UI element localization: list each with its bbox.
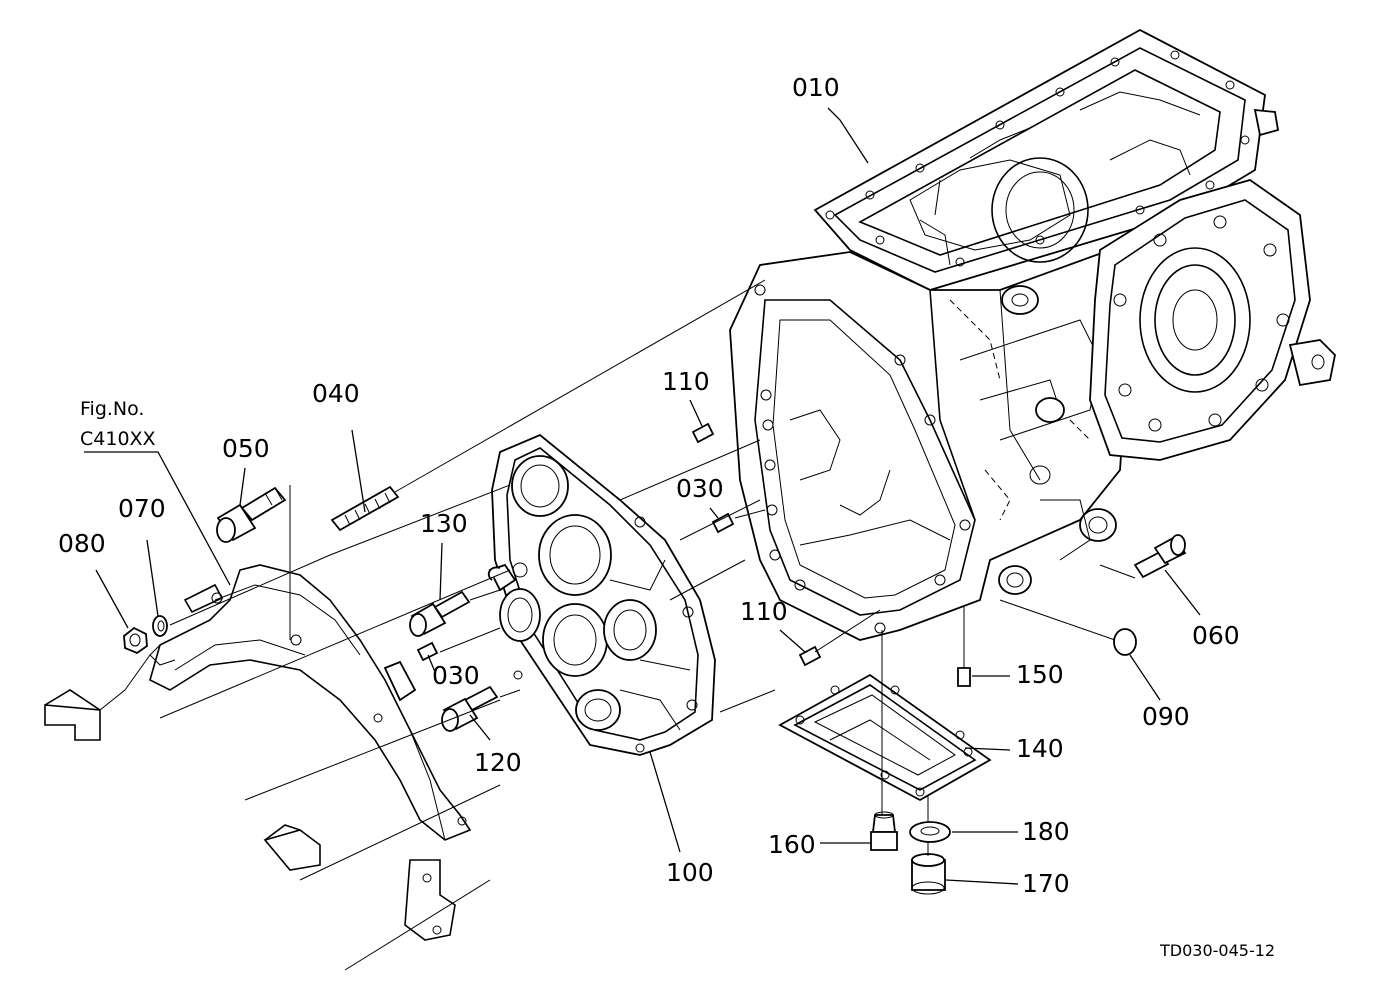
transmission-case-010 bbox=[729, 28, 1336, 641]
callout-110-lower[interactable]: 110 bbox=[740, 597, 788, 626]
assembly-lines bbox=[159, 279, 1136, 971]
callout-100[interactable]: 100 bbox=[666, 858, 714, 887]
callout-070[interactable]: 070 bbox=[118, 494, 166, 523]
front-cover-100 bbox=[487, 433, 716, 756]
figure-reference[interactable]: Fig.No. C410XX bbox=[80, 398, 156, 450]
washer-180 bbox=[909, 821, 951, 843]
oil-pan-140 bbox=[778, 673, 992, 802]
callout-180[interactable]: 180 bbox=[1022, 817, 1070, 846]
callout-160[interactable]: 160 bbox=[768, 830, 816, 859]
callout-090[interactable]: 090 bbox=[1142, 702, 1190, 731]
clutch-housing-ghost bbox=[44, 564, 472, 941]
callout-170[interactable]: 170 bbox=[1022, 869, 1070, 898]
bolt-130 bbox=[409, 590, 471, 637]
callout-010[interactable]: 010 bbox=[792, 73, 840, 102]
callout-140[interactable]: 140 bbox=[1016, 734, 1064, 763]
fig-code-label: C410XX bbox=[80, 428, 156, 450]
o-ring-090 bbox=[1113, 628, 1137, 656]
leader-lines bbox=[84, 107, 1201, 885]
callout-120[interactable]: 120 bbox=[474, 748, 522, 777]
washer-070 bbox=[152, 615, 168, 637]
callout-150[interactable]: 150 bbox=[1016, 660, 1064, 689]
pin-030-upper bbox=[711, 512, 735, 534]
callout-030-lower[interactable]: 030 bbox=[432, 661, 480, 690]
callout-060[interactable]: 060 bbox=[1192, 621, 1240, 650]
dowel-110-upper bbox=[691, 422, 715, 444]
pin-150 bbox=[957, 667, 971, 687]
plug-170 bbox=[911, 853, 946, 895]
pin-030-lower bbox=[416, 641, 439, 662]
callout-030-upper[interactable]: 030 bbox=[676, 474, 724, 503]
fig-no-label: Fig.No. bbox=[80, 398, 144, 420]
plug-160 bbox=[870, 811, 898, 851]
callout-110-upper[interactable]: 110 bbox=[662, 367, 710, 396]
bolt-120 bbox=[441, 685, 499, 732]
bolt-050 bbox=[216, 486, 287, 543]
callout-130[interactable]: 130 bbox=[420, 509, 468, 538]
drawing-code: TD030-045-12 bbox=[1159, 941, 1275, 960]
callout-080[interactable]: 080 bbox=[58, 529, 106, 558]
callout-050[interactable]: 050 bbox=[222, 434, 270, 463]
nut-080 bbox=[123, 626, 148, 655]
callout-040[interactable]: 040 bbox=[312, 379, 360, 408]
plug-060 bbox=[1133, 534, 1187, 579]
